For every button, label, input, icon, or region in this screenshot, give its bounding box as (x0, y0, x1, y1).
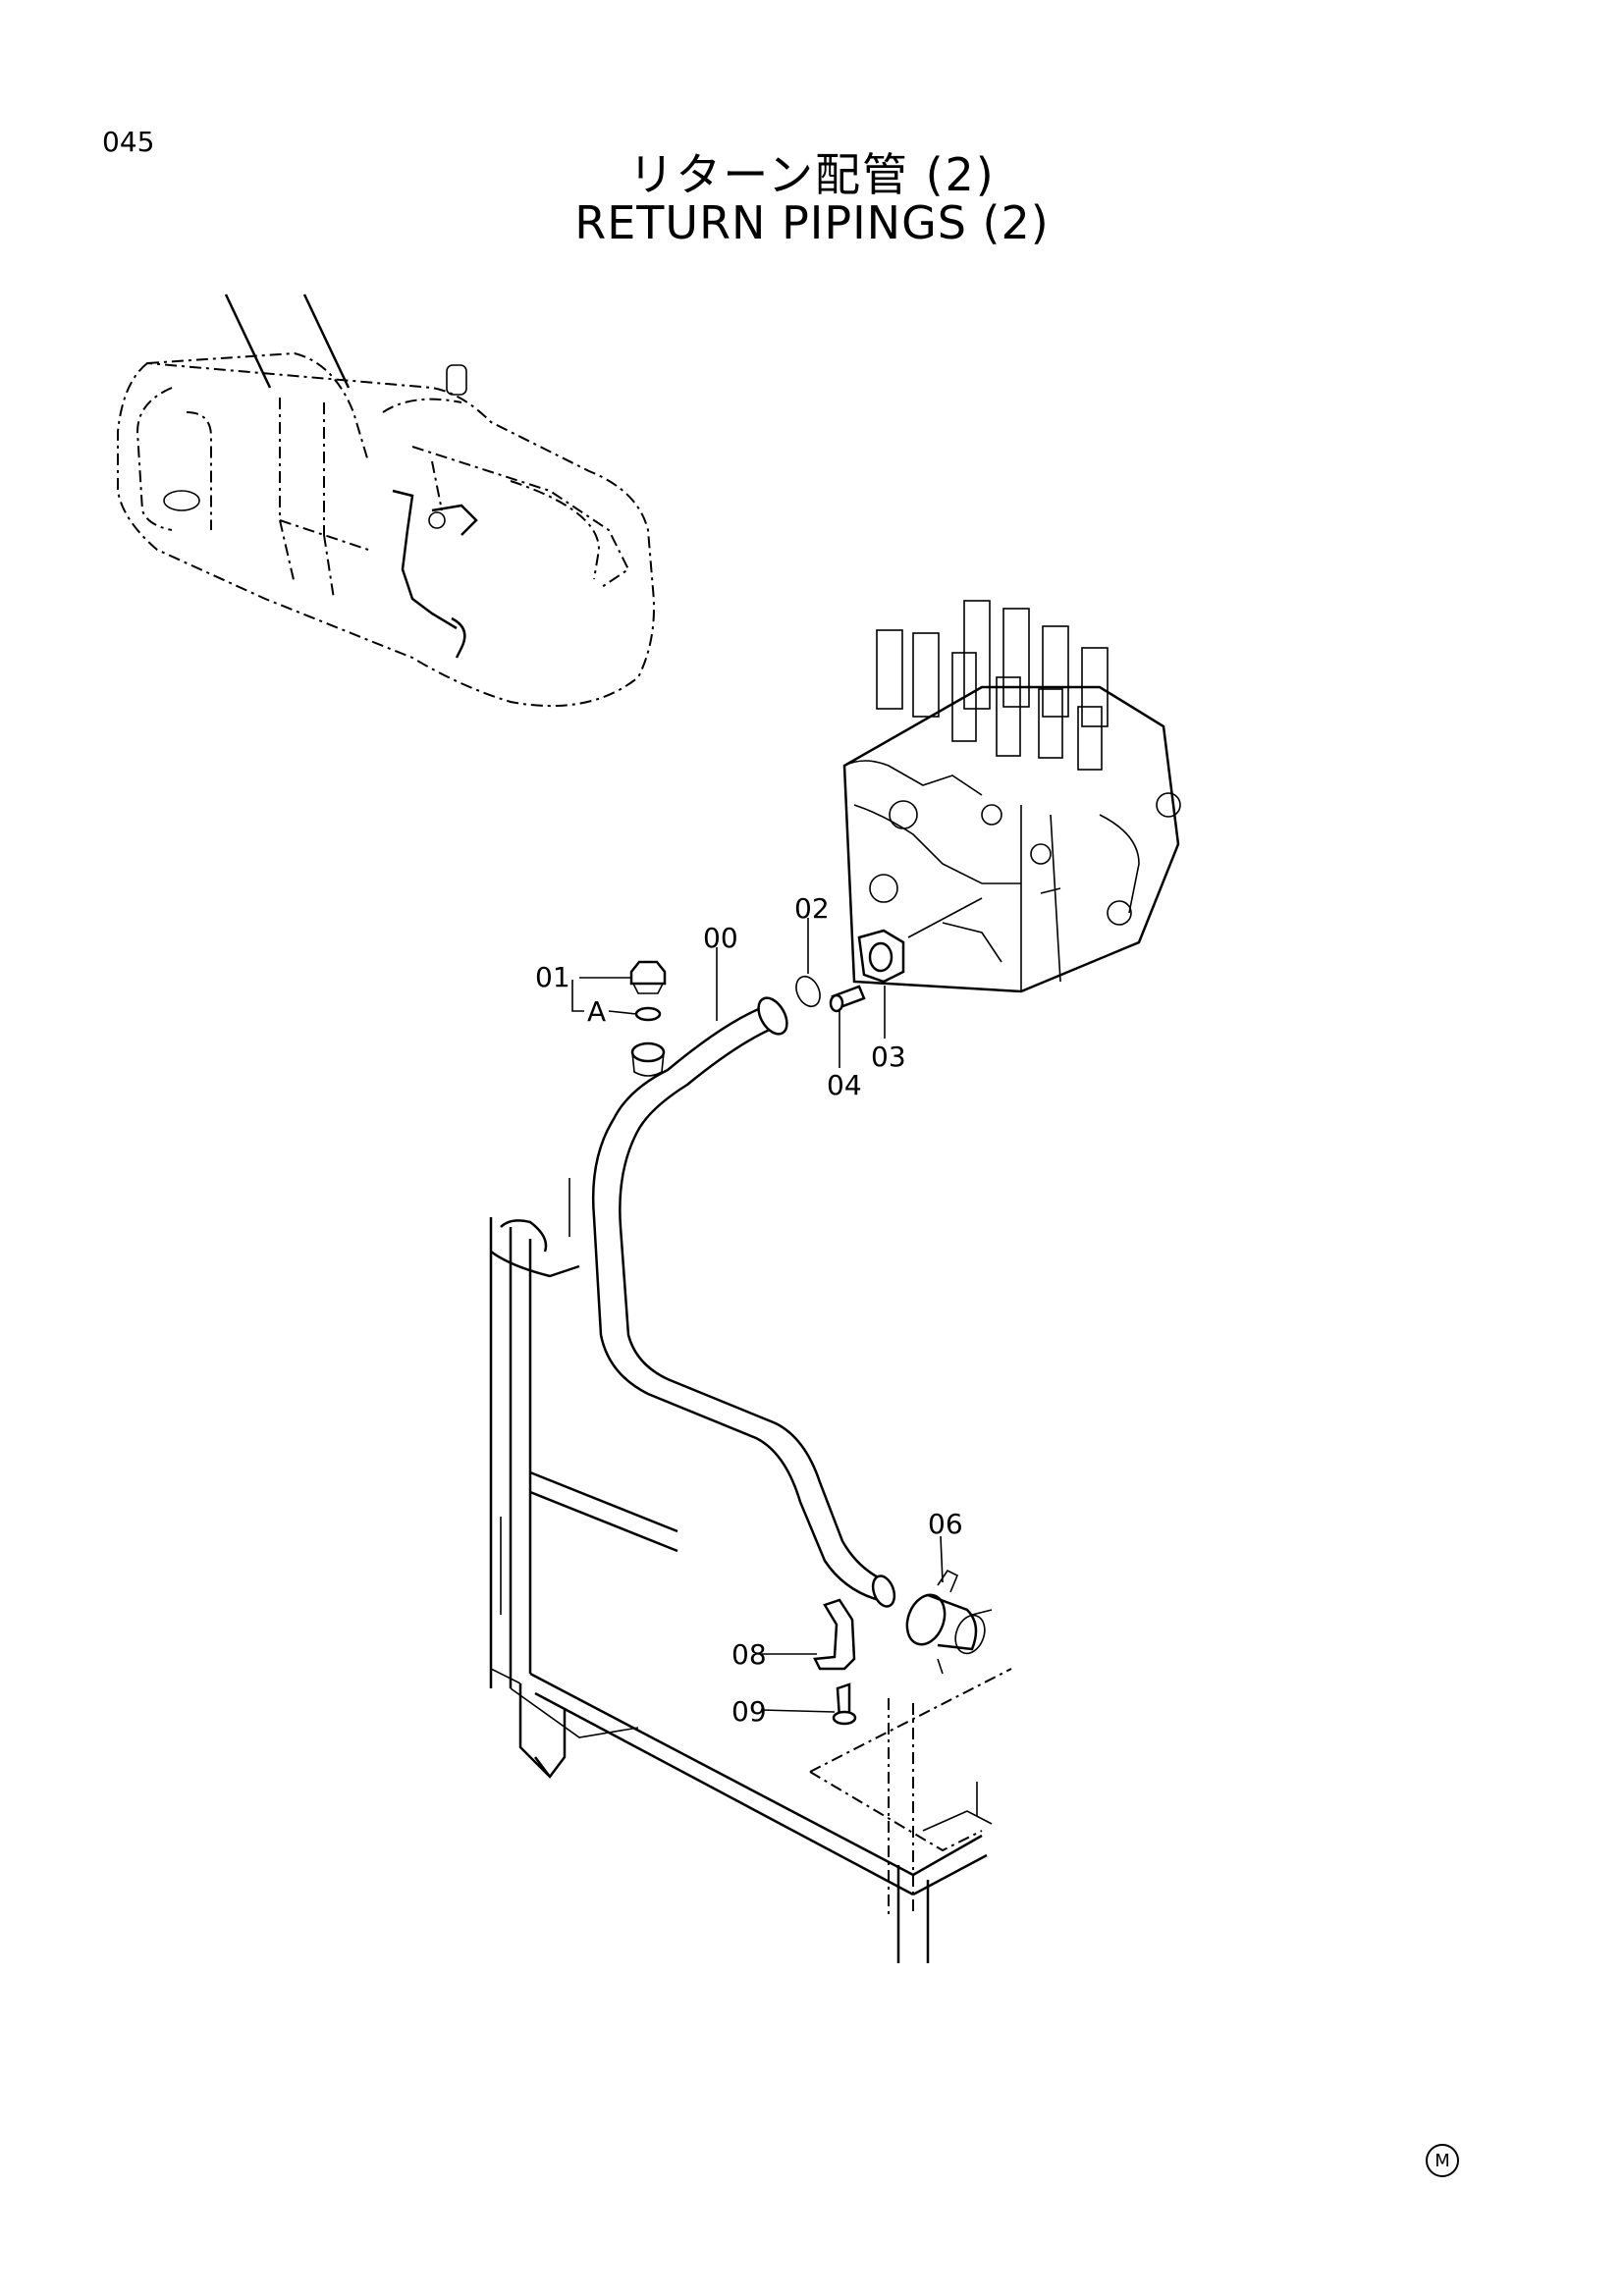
page-number: 045 (102, 126, 155, 158)
leader-lines (571, 918, 944, 1713)
label-part-08: 08 (731, 1638, 767, 1671)
hose-clamp-illustration (905, 1569, 993, 1675)
title-japanese: リターン配管 (2) (628, 148, 996, 201)
bracket-bolt-illustration (813, 1598, 857, 1726)
return-pipe-illustration (591, 996, 896, 1608)
label-detail-a: A (587, 995, 606, 1028)
label-part-02: 02 (794, 892, 830, 925)
control-valve-illustration (842, 600, 1181, 993)
label-part-04: 04 (827, 1069, 862, 1101)
label-part-09: 09 (731, 1695, 767, 1728)
label-part-06: 06 (928, 1508, 963, 1540)
plug-assembly-illustration (629, 960, 667, 1077)
flange-bolt-illustration (829, 897, 983, 1013)
excavator-overview-illustration (117, 294, 655, 708)
label-part-00: 00 (703, 922, 738, 954)
o-ring-illustration (795, 975, 821, 1008)
radiator-frame-illustration (489, 1178, 1012, 1963)
label-part-03: 03 (871, 1041, 906, 1073)
title-english: RETURN PIPINGS (2) (574, 196, 1050, 249)
registered-mark: M (1426, 2144, 1459, 2177)
label-part-01: 01 (535, 961, 570, 993)
